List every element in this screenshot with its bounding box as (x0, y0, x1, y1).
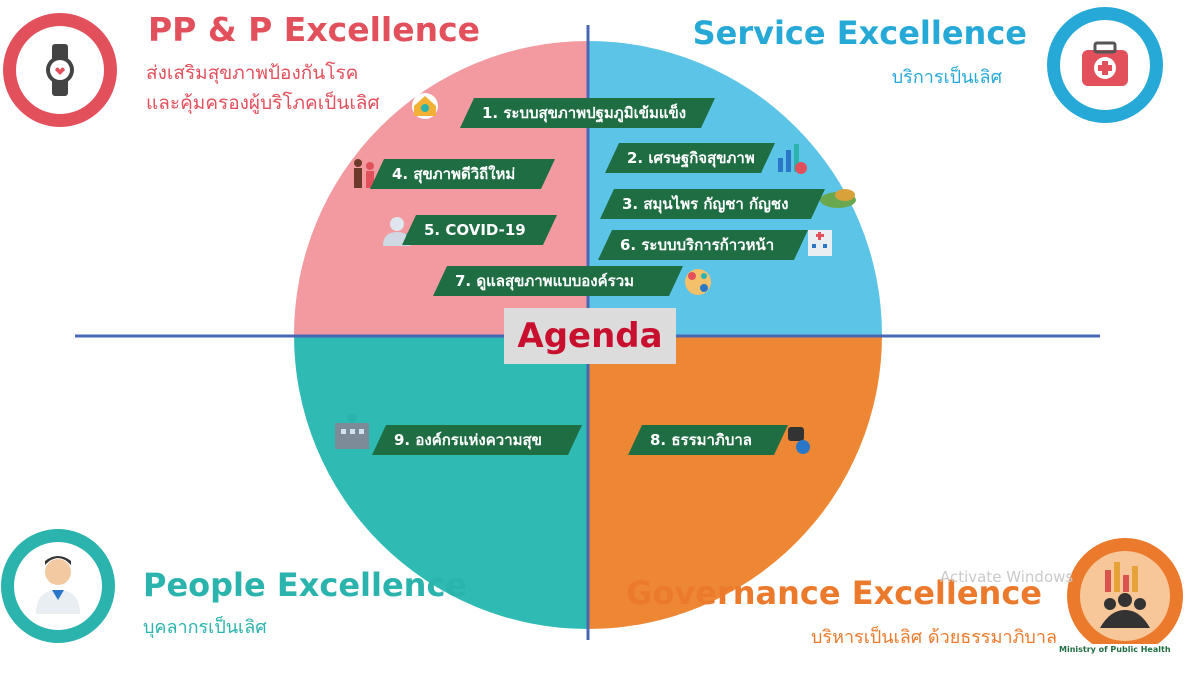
fist-globe-icon (788, 427, 810, 454)
primary-care-icon (412, 93, 438, 119)
agenda-center-label: Agenda (504, 308, 676, 364)
agenda-item-4: 4. สุขภาพดีวิถีใหม่ (370, 159, 555, 189)
agenda-item-2: 2. เศรษฐกิจสุขภาพ (605, 143, 775, 173)
service-excellence-subtitle: บริการเป็นเลิศ (891, 67, 1002, 88)
agenda-item-3: 3. สมุนไพร กัญชา กัญชง (600, 189, 825, 219)
hospital-icon (808, 230, 832, 256)
pp-excellence-subtitle-line1: ส่งเสริมสุขภาพป้องกันโรค (146, 62, 359, 84)
doctor-icon (1, 529, 115, 643)
agenda-item-7: 7. ดูแลสุขภาพแบบองค์รวม (433, 266, 683, 296)
governance-excellence-title: Governance Excellence (626, 574, 1042, 612)
agenda-item-8: 8. ธรรมาภิบาล (628, 425, 788, 455)
team-chart-icon (1067, 538, 1183, 654)
pp-excellence-subtitle-line2: และคุ้มครองผู้บริโภคเป็นเลิศ (146, 92, 380, 114)
ministry-logo-text: Ministry of Public Health (1059, 644, 1171, 656)
organization-building-icon (335, 413, 369, 449)
health-economy-chart-icon (778, 144, 807, 174)
activate-windows-watermark: Activate Windows (940, 568, 1074, 586)
smartwatch-heart-icon (3, 13, 117, 127)
agenda-item-1: 1. ระบบสุขภาพปฐมภูมิเข้มแข็ง (460, 98, 715, 128)
family-icon (354, 159, 374, 188)
governance-excellence-subtitle: บริหารเป็นเลิศ ด้วยธรรมาภิบาล (810, 627, 1057, 648)
agenda-item-9: 9. องค์กรแห่งความสุข (372, 425, 582, 455)
service-excellence-title: Service Excellence (692, 14, 1027, 52)
agenda-item-5: 5. COVID-19 (402, 215, 557, 245)
pp-excellence-title: PP & P Excellence (148, 10, 481, 49)
people-excellence-title: People Excellence (143, 566, 468, 604)
first-aid-kit-icon (1047, 7, 1163, 123)
people-excellence-subtitle: บุคลากรเป็นเลิศ (143, 617, 267, 638)
herbs-icon (820, 189, 856, 208)
holistic-care-icon (685, 269, 711, 295)
agenda-item-6: 6. ระบบบริการก้าวหน้า (598, 230, 808, 260)
